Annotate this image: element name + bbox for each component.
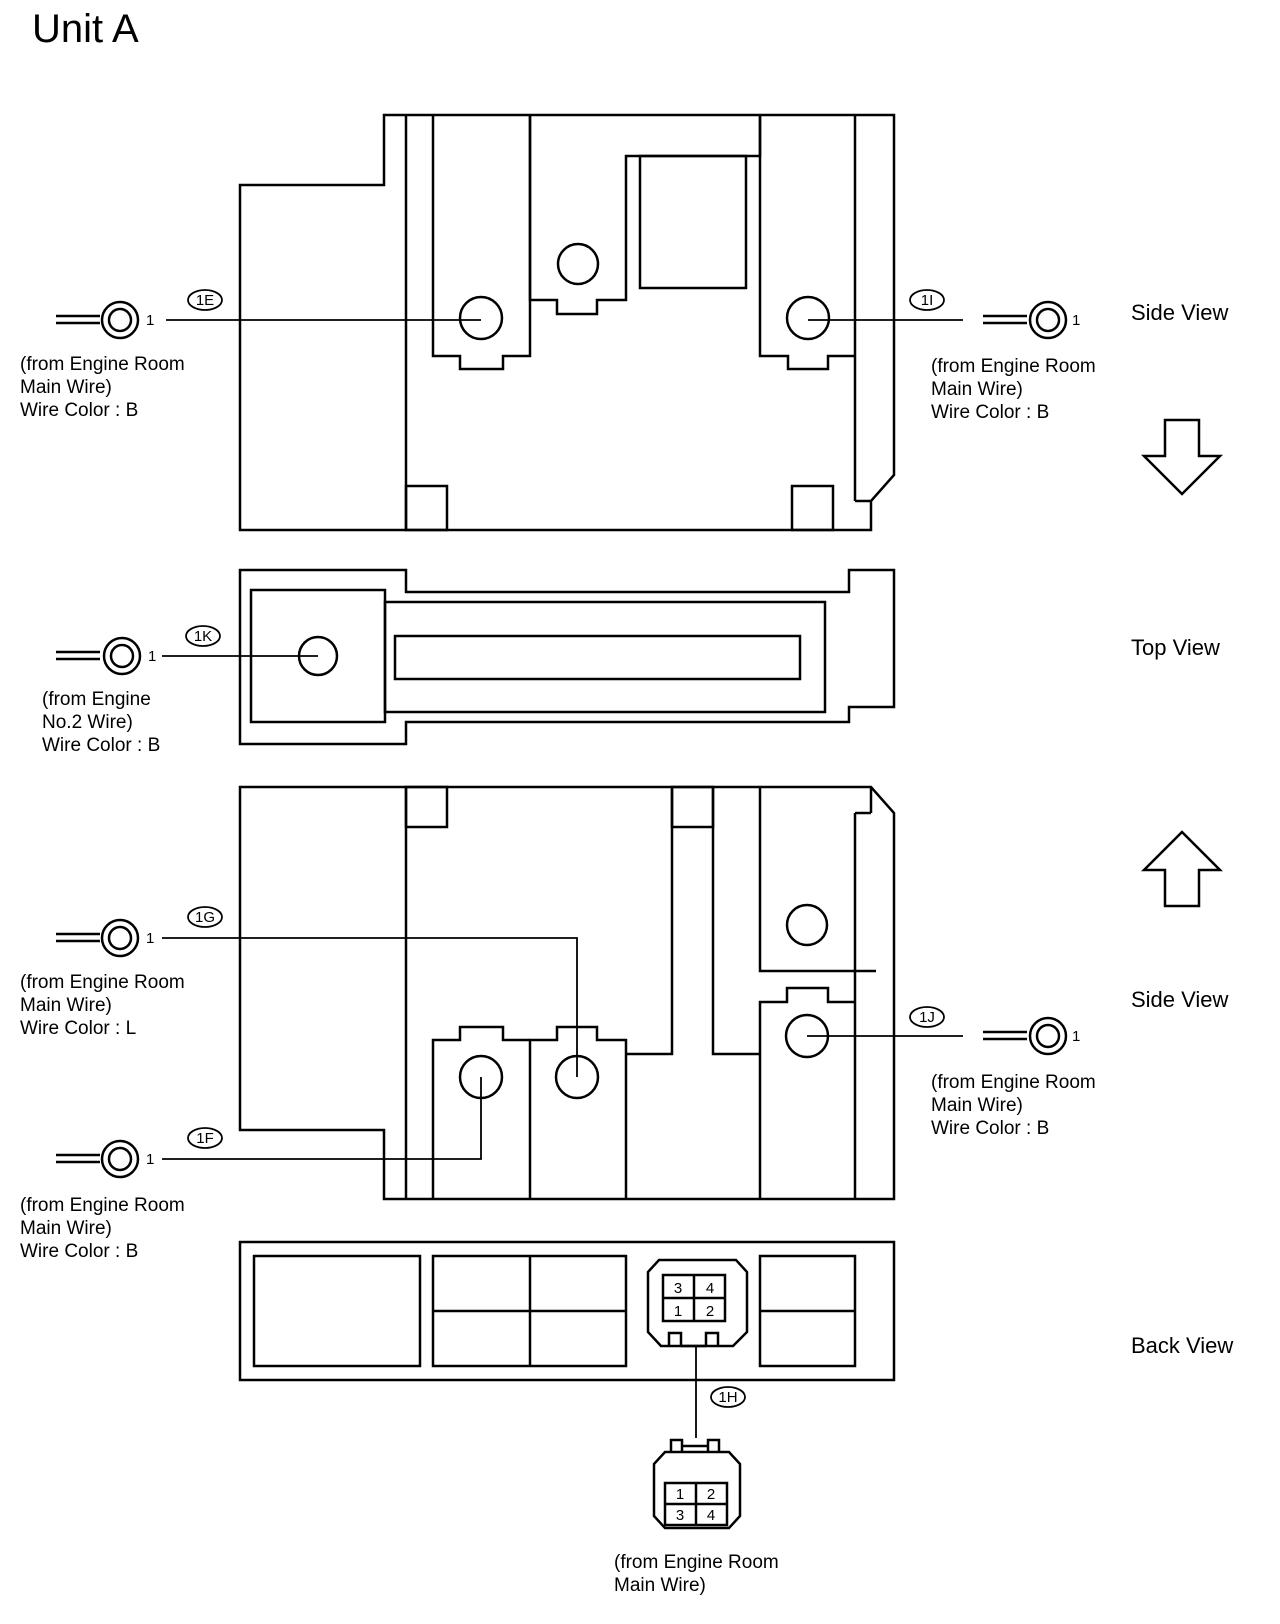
connector-1h-plug: 1H 1 2 3 4 (from Engine Room Main Wire) <box>614 1346 779 1596</box>
source-label: (from Engine Room <box>614 1552 779 1573</box>
plug-pin: 3 <box>676 1507 684 1524</box>
wire-color-label: Wire Color : L <box>20 1018 136 1039</box>
wire-color-label: Wire Color : B <box>20 400 138 421</box>
pin-number: 1 <box>1072 312 1080 329</box>
socket-pin: 2 <box>706 1303 714 1320</box>
side-view-top-body <box>238 113 896 532</box>
source-label: (from Engine Room <box>931 1072 1096 1093</box>
source-label: Main Wire) <box>20 1218 112 1239</box>
side-view-bottom-body <box>238 785 896 1201</box>
source-label: No.2 Wire) <box>42 712 133 733</box>
wire-color-label: Wire Color : B <box>42 735 160 756</box>
view-label-back: Back View <box>1131 1333 1233 1358</box>
connector-tag: 1E <box>196 292 214 309</box>
pin-number: 1 <box>1072 1028 1080 1045</box>
connector-tag: 1H <box>718 1389 737 1406</box>
source-label: Main Wire) <box>20 995 112 1016</box>
connector-tag: 1K <box>194 628 212 645</box>
connector-tag: 1J <box>919 1009 935 1026</box>
pin-number: 1 <box>146 1151 154 1168</box>
connector-1j: 1J 1 (from Engine Room Main Wire) Wire C… <box>807 1006 1096 1139</box>
pin-number: 1 <box>148 648 156 665</box>
connector-1i: 1I 1 (from Engine Room Main Wire) Wire C… <box>808 289 1096 423</box>
source-label: Main Wire) <box>20 377 112 398</box>
view-label-top: Top View <box>1131 635 1220 660</box>
connector-1g: 1G 1 (from Engine Room Main Wire) Wire C… <box>20 906 578 1077</box>
down-arrow-icon <box>1140 418 1224 496</box>
pin-number: 1 <box>146 930 154 947</box>
connector-1k: 1K 1 (from Engine No.2 Wire) Wire Color … <box>42 625 318 756</box>
top-view-body <box>238 568 896 746</box>
source-label: (from Engine <box>42 689 151 710</box>
view-label-side: Side View <box>1131 987 1229 1012</box>
view-label-side: Side View <box>1131 300 1229 325</box>
source-label: Main Wire) <box>931 1095 1023 1116</box>
back-view-body <box>238 1240 896 1382</box>
source-label: (from Engine Room <box>20 1195 185 1216</box>
up-arrow-icon <box>1140 830 1224 908</box>
connector-1e: 1E 1 (from Engine Room Main Wire) Wire C… <box>20 289 481 421</box>
source-label: (from Engine Room <box>931 356 1096 377</box>
wire-color-label: Wire Color : B <box>20 1241 138 1262</box>
connector-1h-socket: 3 4 1 2 <box>646 1258 749 1348</box>
source-label: Main Wire) <box>931 379 1023 400</box>
plug-pin: 1 <box>676 1486 684 1503</box>
connector-tag: 1F <box>196 1130 214 1147</box>
connector-tag: 1I <box>921 292 934 309</box>
source-label: Main Wire) <box>614 1575 706 1596</box>
connector-tag: 1G <box>195 909 215 926</box>
page-title: Unit A <box>32 7 139 51</box>
socket-pin: 1 <box>674 1303 682 1320</box>
source-label: (from Engine Room <box>20 354 185 375</box>
plug-pin: 4 <box>707 1507 715 1524</box>
plug-pin: 2 <box>707 1486 715 1503</box>
pin-number: 1 <box>146 312 154 329</box>
connector-1f: 1F 1 (from Engine Room Main Wire) Wire C… <box>20 1077 482 1262</box>
socket-pin: 4 <box>706 1280 714 1297</box>
wire-color-label: Wire Color : B <box>931 402 1049 423</box>
socket-pin: 3 <box>674 1280 682 1297</box>
source-label: (from Engine Room <box>20 972 185 993</box>
wire-color-label: Wire Color : B <box>931 1118 1049 1139</box>
